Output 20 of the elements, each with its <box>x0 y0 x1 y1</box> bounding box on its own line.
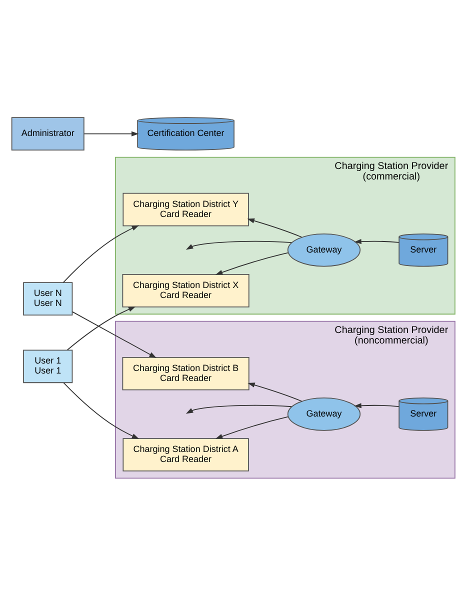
node-box: Charging Station District X Card Reader <box>122 274 250 307</box>
node-box: User N User N <box>23 282 73 315</box>
arrow <box>354 402 400 408</box>
arrow <box>247 218 302 238</box>
arrow <box>62 224 140 282</box>
node-box: User 1 User 1 <box>23 349 73 383</box>
arrow <box>215 252 288 274</box>
arrow <box>66 306 136 350</box>
arrow <box>72 310 156 358</box>
arrow <box>354 238 400 244</box>
arrow <box>186 404 292 414</box>
node-box: Charging Station District Y Card Reader <box>122 192 249 226</box>
arrow <box>248 382 302 402</box>
node-box: Administrator <box>11 116 84 150</box>
node-box: Charging Station District A Card Reader <box>122 438 249 471</box>
node-box: Charging Station District B Card Reader <box>122 356 250 390</box>
arrow <box>186 240 292 250</box>
arrow <box>63 382 140 438</box>
arrow <box>84 130 139 136</box>
arrow <box>215 416 288 438</box>
